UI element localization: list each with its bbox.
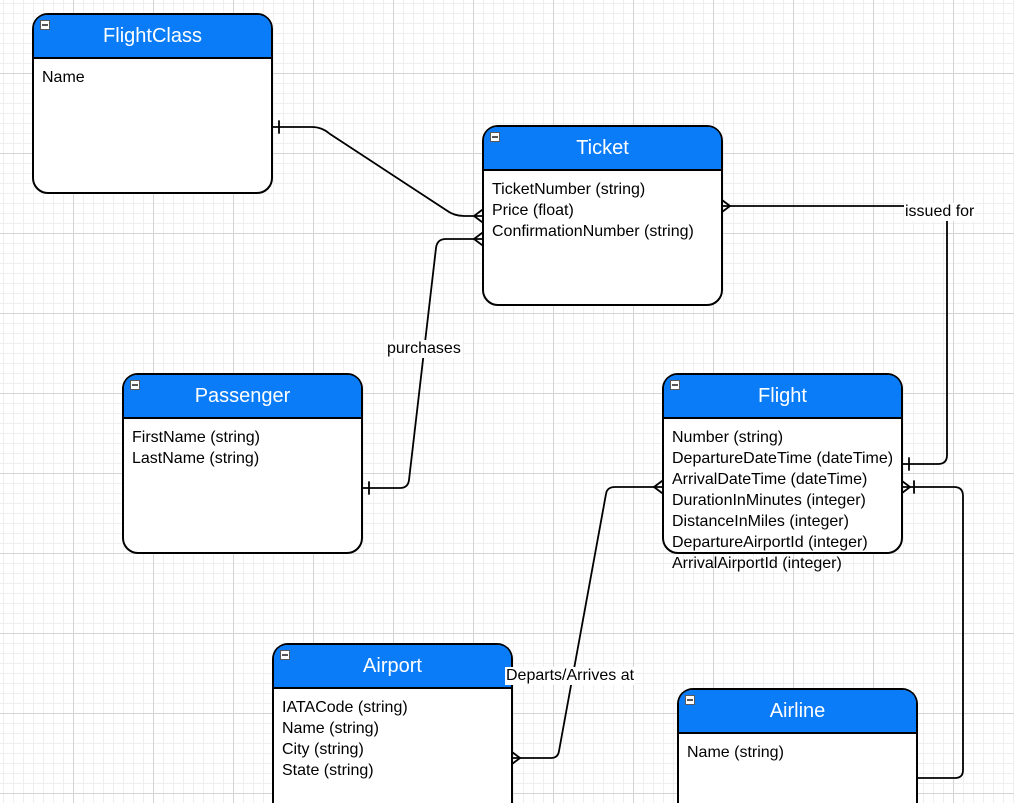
entity-header[interactable]: Airport [274,645,511,689]
attribute: Name [42,69,85,86]
attribute: DepartureAirportId (integer) [672,534,868,551]
attribute: Number (string) [672,429,784,446]
attribute: FirstName (string) [132,429,261,446]
entity-header[interactable]: Airline [679,690,916,734]
entity-header[interactable]: FlightClass [34,15,271,59]
attribute: ConfirmationNumber (string) [492,223,694,240]
connector-airline-flight[interactable] [901,486,964,779]
entity-passenger[interactable]: Passenger FirstName (string) LastName (s… [122,373,363,554]
attribute: ArrivalAirportId (integer) [672,555,842,572]
connector-passenger-ticket[interactable] [361,238,483,489]
collapse-icon[interactable] [130,380,140,390]
entity-title: Passenger [194,385,291,407]
attribute: LastName (string) [132,450,260,467]
attribute: DistanceInMiles (integer) [672,513,849,530]
entity-airline[interactable]: Airline Name (string) [677,688,918,803]
entity-title: FlightClass [103,25,202,47]
many-marker-ticket-passenger [473,232,483,246]
collapse-icon[interactable] [490,132,500,142]
attribute: TicketNumber (string) [492,181,646,198]
entity-airport[interactable]: Airport IATACode (string) Name (string) … [272,643,513,803]
connector-flightclass-ticket[interactable] [271,126,483,217]
attribute: IATACode (string) [282,699,408,716]
many-marker-ticket-flightclass [473,209,483,223]
entity-attributes: FirstName (string) LastName (string) [124,419,361,469]
collapse-icon[interactable] [40,20,50,30]
relationship-label-departs-arrives-at[interactable]: Departs/Arrives at [505,667,636,685]
attribute: Name (string) [687,744,784,761]
entity-attributes: IATACode (string) Name (string) City (st… [274,689,511,781]
entity-header[interactable]: Ticket [484,127,721,171]
many-marker-ticket-flight [721,199,731,213]
relationship-label-issued-for[interactable]: issued for [904,203,976,221]
entity-header[interactable]: Passenger [124,375,361,419]
entity-attributes: Number (string) DepartureDateTime (dateT… [664,419,901,574]
attribute: State (string) [282,762,374,779]
entity-header[interactable]: Flight [664,375,901,419]
entity-ticket[interactable]: Ticket TicketNumber (string) Price (floa… [482,125,723,306]
attribute: City (string) [282,741,364,758]
entity-flight[interactable]: Flight Number (string) DepartureDateTime… [662,373,903,572]
collapse-icon[interactable] [685,695,695,705]
attribute: ArrivalDateTime (dateTime) [672,471,868,488]
entity-flightclass[interactable]: FlightClass Name [32,13,273,194]
entity-title: Flight [758,385,807,407]
entity-attributes: TicketNumber (string) Price (float) Conf… [484,171,721,242]
attribute: DepartureDateTime (dateTime) [672,450,894,467]
entity-title: Ticket [576,137,629,159]
connector-airport-flight[interactable] [511,486,663,759]
many-marker-flight-airline [901,480,911,494]
entity-attributes: Name (string) [679,734,916,763]
entity-attributes: Name [34,59,271,88]
many-marker-airport [511,751,521,765]
collapse-icon[interactable] [670,380,680,390]
entity-title: Airline [769,700,826,722]
many-marker-flight-airport [653,480,663,494]
collapse-icon[interactable] [280,650,290,660]
entity-title: Airport [363,655,422,677]
attribute: DurationInMinutes (integer) [672,492,866,509]
attribute: Name (string) [282,720,379,737]
attribute: Price (float) [492,202,574,219]
relationship-label-purchases[interactable]: purchases [386,340,462,358]
